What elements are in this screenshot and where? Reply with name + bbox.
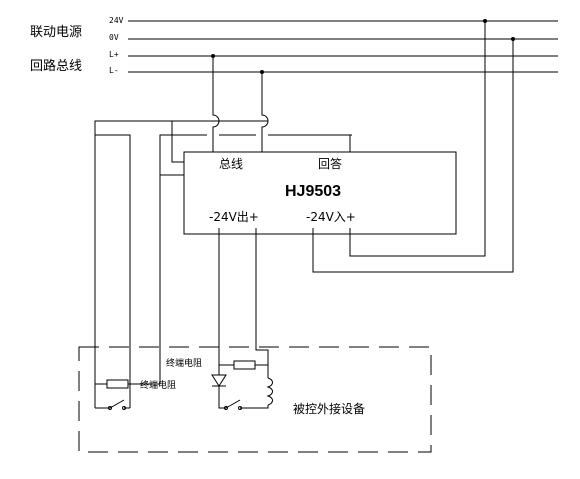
resistor-label-2: 终端电阻 xyxy=(166,357,202,369)
contact-switch-2 xyxy=(218,392,269,409)
bus-wire-lplus xyxy=(212,56,220,152)
wire-24v-in-plus xyxy=(349,21,486,257)
module-answer-label: 回答 xyxy=(318,156,342,171)
line-label-24v: 24V xyxy=(109,16,124,25)
module-bus-label: 总线 xyxy=(219,157,243,171)
device-boundary xyxy=(78,346,432,453)
line-label-lminus: L- xyxy=(109,66,119,75)
loop-wire-contact xyxy=(95,134,131,408)
module-in-label: -24V入+ xyxy=(306,210,356,224)
relay-coil-icon xyxy=(266,377,273,406)
module-name: HJ9503 xyxy=(285,183,341,200)
loop-wire-outer xyxy=(94,120,268,408)
wire-24v-in-minus xyxy=(312,39,514,273)
terminal-resistor-2 xyxy=(233,360,256,370)
loop-bus-label: 回路总线 xyxy=(30,58,82,74)
resistor-label-1: 终端电阻 xyxy=(140,379,176,391)
device-label: 被控外接设备 xyxy=(293,401,365,416)
wire-24v-out-plus xyxy=(255,228,269,378)
module-out-label: -24V出+ xyxy=(209,210,259,224)
diode-icon xyxy=(211,365,227,392)
bus-wire-lminus xyxy=(261,72,269,152)
line-label-lplus: L+ xyxy=(109,50,119,59)
line-label-0v: 0V xyxy=(109,33,119,42)
module-box xyxy=(183,151,457,235)
terminal-resistor-1 xyxy=(106,379,129,389)
power-group-label: 联动电源 xyxy=(30,25,82,40)
